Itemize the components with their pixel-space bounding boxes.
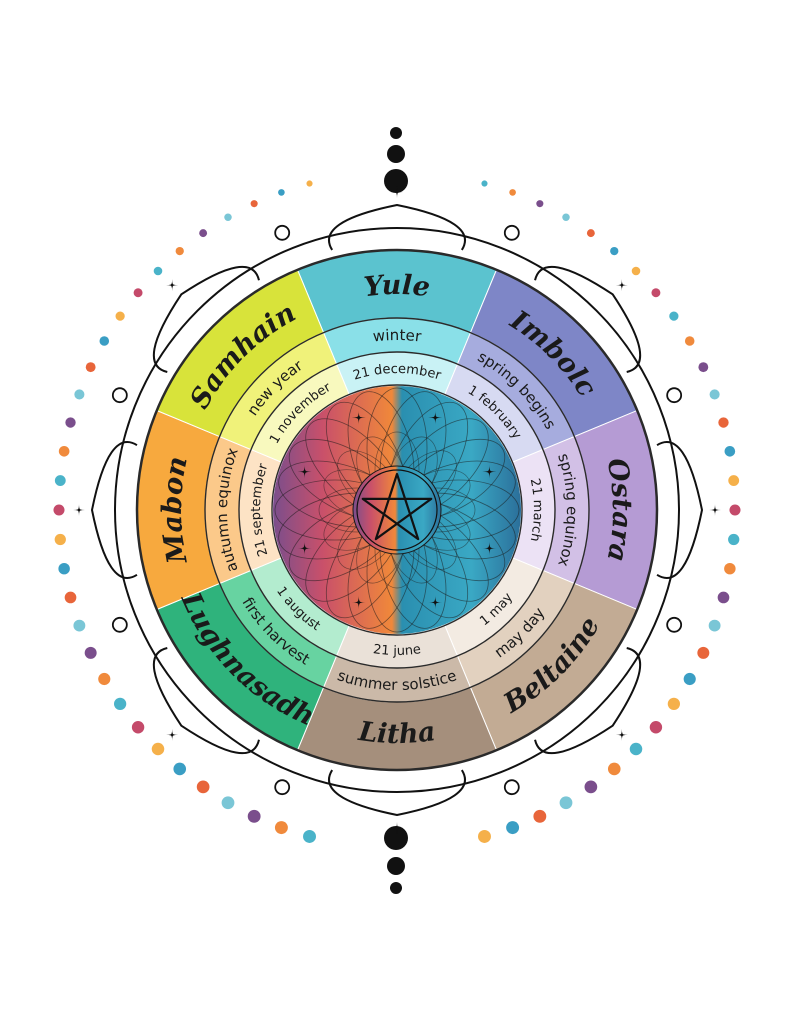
ring-dot bbox=[306, 180, 313, 187]
ring-dot bbox=[74, 389, 85, 400]
festival-label-yule: Yule bbox=[362, 270, 431, 303]
ring-dot bbox=[65, 417, 76, 428]
sparkle-icon bbox=[615, 283, 628, 288]
ring-dot bbox=[481, 180, 488, 187]
ring-dot bbox=[509, 189, 516, 196]
sparkle-icon bbox=[482, 469, 497, 475]
sparkle-icon bbox=[351, 599, 366, 605]
sparkle-icon bbox=[166, 283, 179, 288]
ring-dot bbox=[697, 646, 710, 659]
ring-dot bbox=[247, 809, 261, 823]
sparkle-icon bbox=[709, 507, 721, 513]
ring-dot bbox=[221, 796, 235, 810]
festival-label-litha: Litha bbox=[356, 716, 437, 750]
dotted-ring bbox=[53, 180, 741, 843]
ring-dot bbox=[709, 389, 720, 400]
ring-dot bbox=[533, 809, 547, 823]
sparkle-icon bbox=[297, 545, 312, 551]
moon-dots bbox=[384, 127, 408, 894]
ring-dot bbox=[151, 742, 165, 756]
ring-dot bbox=[728, 475, 740, 486]
moon-dot-icon bbox=[384, 169, 408, 193]
sparkle-icon bbox=[615, 732, 628, 737]
ring-dot bbox=[536, 200, 544, 208]
sparkle-icon bbox=[428, 599, 443, 605]
sparkle-icon bbox=[428, 415, 443, 421]
pentagram-icon bbox=[361, 472, 433, 541]
ring-dot bbox=[667, 697, 681, 711]
ring-dot bbox=[683, 672, 696, 686]
ring-dot bbox=[73, 619, 86, 632]
ring-dot bbox=[54, 533, 66, 546]
moon-dot-icon bbox=[387, 145, 405, 163]
ring-dot bbox=[669, 311, 679, 321]
sparkle-icon bbox=[482, 545, 497, 551]
ring-dot bbox=[478, 830, 491, 843]
ring-dot bbox=[717, 591, 730, 604]
moon-dot-icon bbox=[384, 826, 408, 850]
moon-dot-icon bbox=[390, 882, 402, 894]
festival-label-mabon: Mabon bbox=[157, 454, 194, 567]
ring-dot bbox=[562, 213, 570, 222]
ring-dot bbox=[84, 646, 97, 659]
ring-dot bbox=[629, 742, 643, 756]
ring-dot bbox=[113, 697, 127, 711]
ring-dot bbox=[133, 288, 143, 298]
center-medallion bbox=[273, 386, 521, 634]
sparkle-icon bbox=[351, 415, 366, 421]
ring-dot bbox=[698, 362, 709, 373]
sparkle-icon bbox=[297, 469, 312, 475]
ring-dot bbox=[278, 189, 285, 196]
ring-dot bbox=[196, 780, 210, 794]
ring-dot bbox=[607, 762, 621, 776]
ring-dot bbox=[684, 336, 695, 346]
ring-dot bbox=[199, 229, 208, 238]
ring-dot bbox=[153, 266, 163, 276]
wheel-segments bbox=[135, 248, 659, 772]
ring-dot bbox=[224, 213, 232, 222]
ring-dot bbox=[708, 619, 721, 632]
ring-dot bbox=[718, 417, 729, 428]
ring-dot bbox=[649, 721, 663, 734]
ring-dot bbox=[131, 721, 145, 734]
ornament-flourish-icon bbox=[73, 186, 721, 834]
ring-dot bbox=[631, 266, 641, 276]
ring-dot bbox=[54, 475, 66, 486]
moon-dot-icon bbox=[390, 127, 402, 139]
ring-dot bbox=[98, 672, 111, 686]
ring-dot bbox=[610, 246, 619, 256]
ring-dot bbox=[559, 796, 573, 810]
ring-dot bbox=[729, 504, 741, 516]
ring-dot bbox=[53, 504, 65, 516]
ring-dot bbox=[724, 562, 736, 575]
ring-dot bbox=[175, 246, 184, 256]
ring-dot bbox=[85, 362, 96, 373]
sparkle-icon bbox=[73, 507, 85, 513]
ring-dot bbox=[115, 311, 125, 321]
ring-dot bbox=[584, 780, 598, 794]
ring-dot bbox=[728, 533, 740, 546]
ring-dot bbox=[99, 336, 110, 346]
moon-dot-icon bbox=[387, 857, 405, 875]
ring-dot bbox=[586, 229, 595, 238]
sparkle-icon bbox=[391, 825, 403, 831]
ring-dot bbox=[303, 830, 316, 843]
sparkle-icon bbox=[391, 189, 403, 195]
ring-dot bbox=[274, 821, 288, 835]
ring-dot bbox=[58, 446, 70, 457]
ring-dot bbox=[173, 762, 187, 776]
ring-dot bbox=[64, 591, 77, 604]
ring-dot bbox=[506, 821, 520, 835]
ring-dot bbox=[58, 562, 70, 575]
ring-dot bbox=[651, 288, 661, 298]
ring-dot bbox=[724, 446, 736, 457]
sparkle-icon bbox=[166, 732, 179, 737]
date-label-yule: 21 december bbox=[351, 362, 443, 384]
date-label-mabon: 21 september bbox=[249, 461, 272, 558]
ring-dot bbox=[250, 200, 258, 208]
date-label-litha: 21 june bbox=[372, 642, 422, 659]
